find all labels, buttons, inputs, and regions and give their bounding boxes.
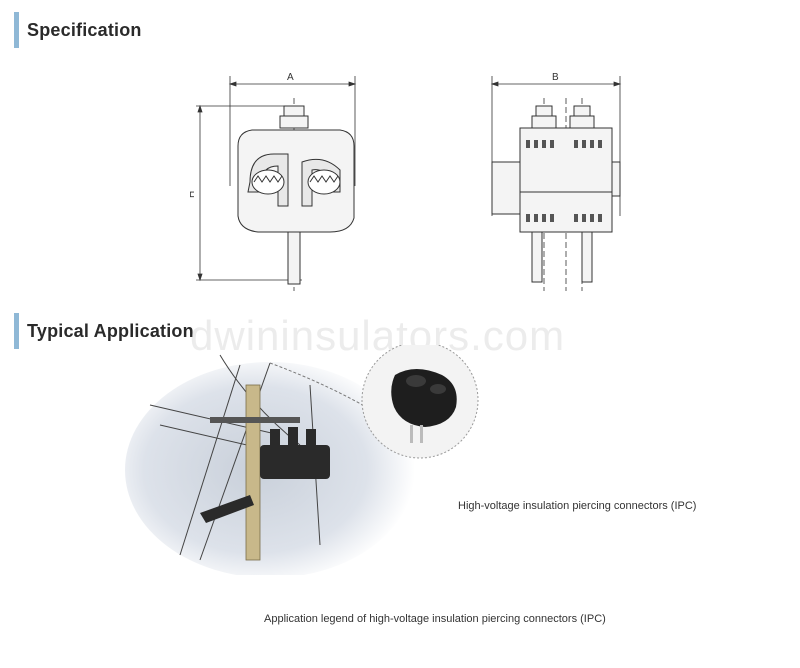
ipc-caption: High-voltage insulation piercing connect…: [458, 500, 697, 512]
typical-application-title: Typical Application: [27, 320, 194, 341]
specification-title: Specification: [27, 19, 142, 40]
dimension-b-label: B: [552, 72, 559, 83]
typical-application-header: Typical Application: [14, 313, 194, 349]
section-accent-bar: [14, 12, 19, 48]
dimension-h-label: H: [190, 191, 197, 198]
transformer-assembly: [200, 427, 330, 523]
front-view-drawing: A H: [190, 72, 357, 291]
side-view-drawing: B: [490, 72, 622, 291]
ipc-connector-closeup: [391, 369, 457, 443]
specification-header: Specification: [14, 12, 142, 48]
section-accent-bar: [14, 313, 19, 349]
utility-pole: [245, 384, 261, 561]
application-legend-caption: Application legend of high-voltage insul…: [264, 613, 606, 625]
dimension-a-label: A: [287, 72, 294, 83]
crossarm: [210, 417, 300, 423]
callout-line: [269, 362, 381, 416]
application-photo: [125, 345, 479, 575]
